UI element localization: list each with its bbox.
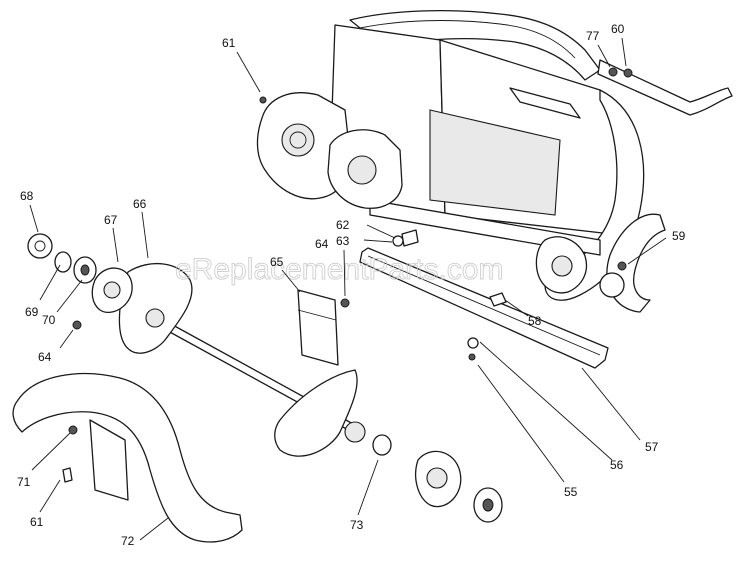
callout-70: 70 — [42, 313, 56, 327]
callout-labels: 61 77 60 68 67 66 62 63 64 59 65 69 70 5… — [17, 22, 686, 548]
callout-69: 69 — [25, 305, 39, 319]
auger-shaft-assembly — [118, 262, 366, 457]
callout-60: 60 — [611, 22, 625, 36]
callout-65: 65 — [270, 255, 284, 269]
callout-56: 56 — [610, 458, 624, 472]
callout-77: 77 — [586, 29, 600, 43]
callout-leaders — [29, 37, 667, 541]
callout-66: 66 — [133, 197, 147, 211]
callout-72: 72 — [121, 534, 135, 548]
callout-71: 71 — [17, 475, 31, 489]
callout-64-lower: 64 — [38, 350, 52, 364]
callout-73: 73 — [350, 518, 364, 532]
skid-shoe — [12, 372, 243, 543]
callout-58: 58 — [528, 314, 542, 328]
auger-housing — [256, 9, 733, 313]
callout-61-bottom: 61 — [30, 515, 44, 529]
support-bracket — [297, 289, 339, 366]
callout-68: 68 — [20, 189, 34, 203]
right-bearing-stack — [372, 434, 503, 523]
callout-62: 62 — [336, 218, 350, 232]
callout-64-upper: 64 — [315, 237, 329, 251]
scraper-bar — [359, 247, 609, 369]
callout-63: 63 — [336, 234, 350, 248]
fasteners — [62, 67, 633, 483]
callout-57: 57 — [645, 440, 659, 454]
callout-61-top: 61 — [222, 36, 236, 50]
callout-55: 55 — [564, 485, 578, 499]
callout-67: 67 — [104, 213, 118, 227]
watermark-text: eReplacementParts.com — [175, 253, 503, 286]
callout-59: 59 — [672, 229, 686, 243]
left-bearing-stack — [27, 233, 133, 313]
